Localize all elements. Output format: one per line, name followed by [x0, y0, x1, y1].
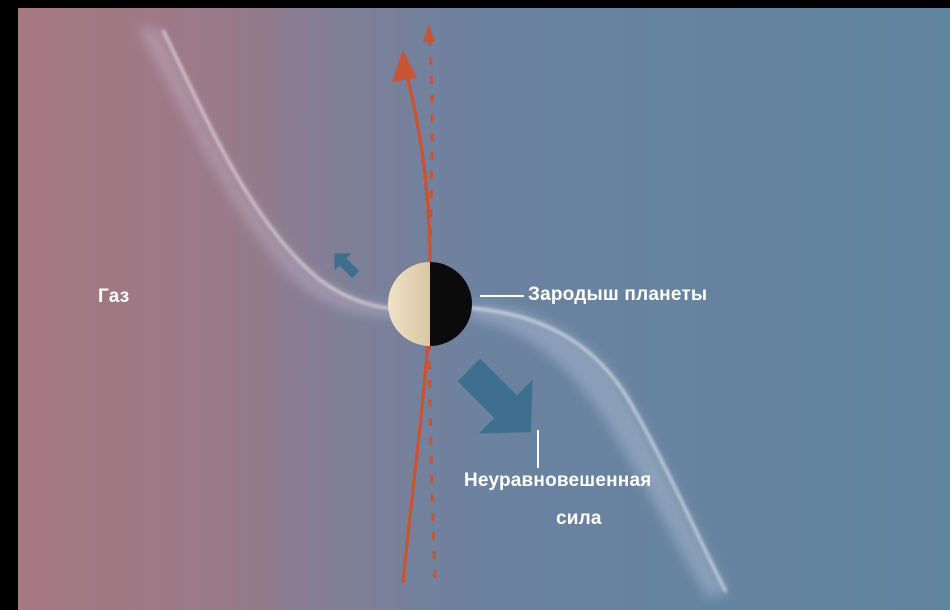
upper-wake: [138, 28, 418, 319]
dashed-arrowhead: [423, 24, 435, 42]
planet-embryo-label: Зародыш планеты: [528, 284, 708, 305]
planet-migration-diagram: [18, 8, 950, 610]
orbit-arrowhead: [392, 50, 417, 82]
small-force-arrow: [334, 253, 360, 279]
lower-wake: [468, 303, 728, 598]
planet-embryo: [388, 262, 472, 346]
gas-label: Газ: [98, 286, 130, 307]
unbalanced-force-arrow: [457, 358, 533, 434]
unbalanced-force-label-line2: сила: [556, 508, 602, 529]
unbalanced-force-label-line1: Неуравновешенная: [464, 470, 652, 491]
